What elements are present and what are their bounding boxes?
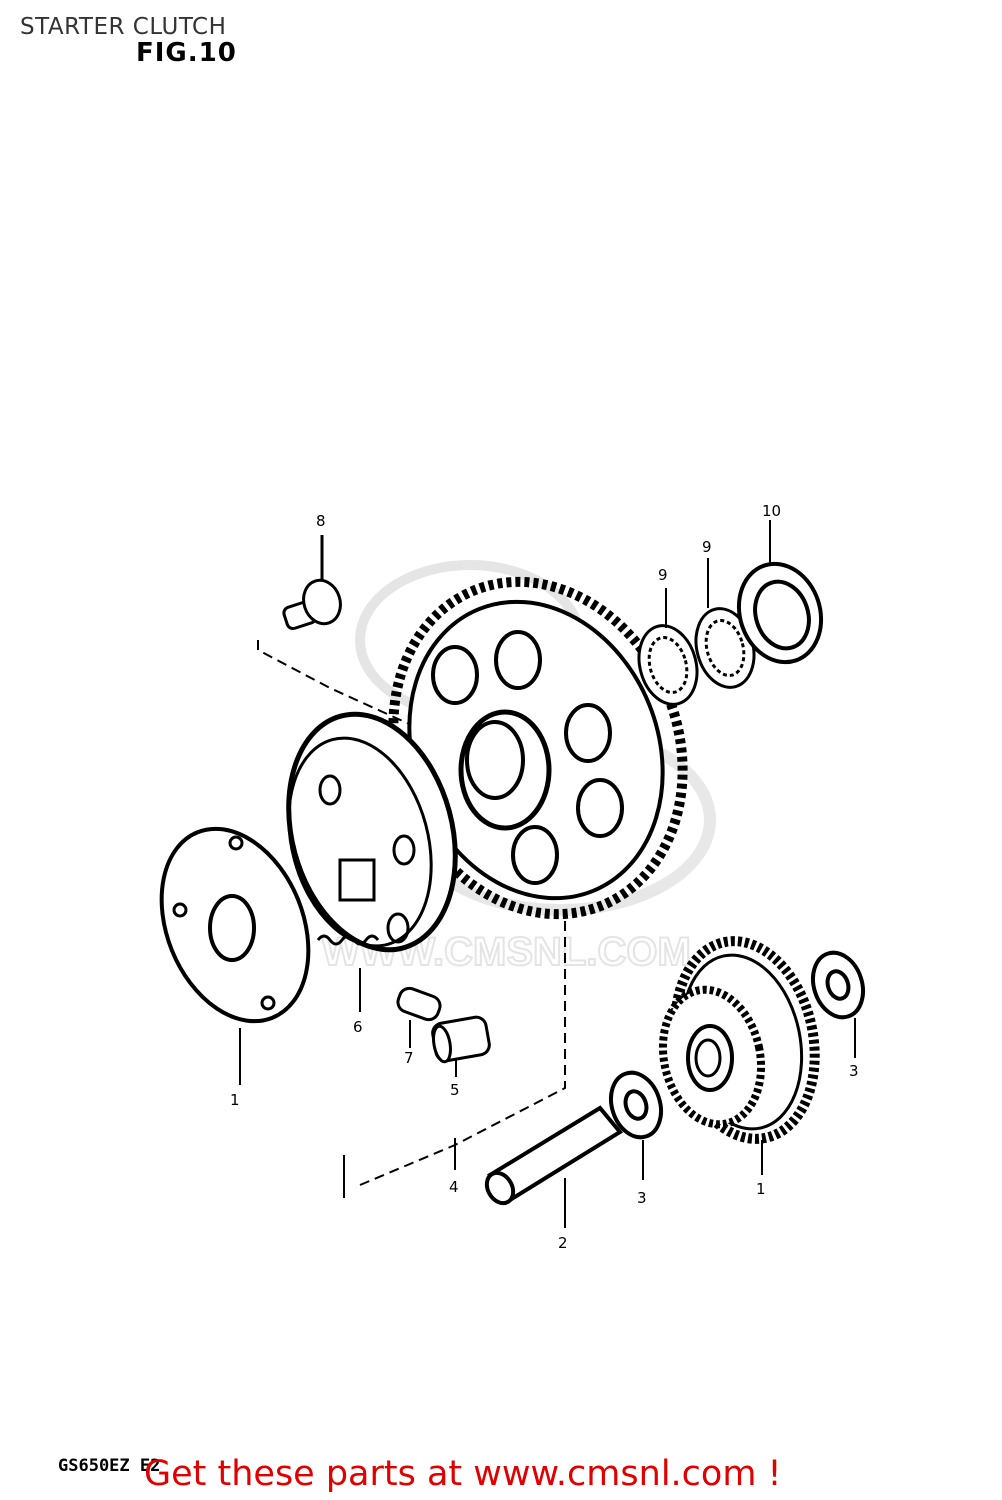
part-1-plate [159,826,311,1024]
part-9-bearing [637,607,756,706]
callout-9a: 9 [658,566,668,584]
part-5-roller [431,1015,491,1064]
leader-dashed [257,640,566,1186]
part-6-spring [316,934,380,946]
callout-7: 7 [404,1049,414,1067]
callout-10: 10 [762,502,781,520]
callout-numbers: 8 9 9 10 1 6 7 5 4 2 3 1 3 [230,502,859,1252]
figure-number: FIG.10 [136,38,237,68]
part-3-washer [609,950,865,1140]
callout-2: 2 [558,1234,568,1252]
part-7-plunger [396,986,442,1022]
buy-parts-link[interactable]: Get these parts at www.cmsnl.com ! [144,1454,782,1494]
callout-8: 8 [316,512,326,530]
part-8-bolt [282,535,342,631]
part-10-washer [736,561,824,665]
callout-3b: 3 [849,1062,859,1080]
leader-lines [239,520,856,1228]
model-code: GS650EZ E2 [58,1456,161,1476]
part-2-shaft [484,1105,624,1206]
callout-5: 5 [450,1081,460,1099]
part-1-idle-gear [658,936,820,1144]
callout-9b: 9 [702,538,712,556]
callout-1b: 1 [756,1180,766,1198]
page-title: STARTER CLUTCH [20,14,227,40]
callout-1a: 1 [230,1091,240,1109]
part-6-clutch-housing [286,711,458,953]
callout-4: 4 [449,1178,459,1196]
part-4-starter-gear [388,576,688,920]
callout-3a: 3 [637,1189,647,1207]
callout-6: 6 [353,1018,363,1036]
